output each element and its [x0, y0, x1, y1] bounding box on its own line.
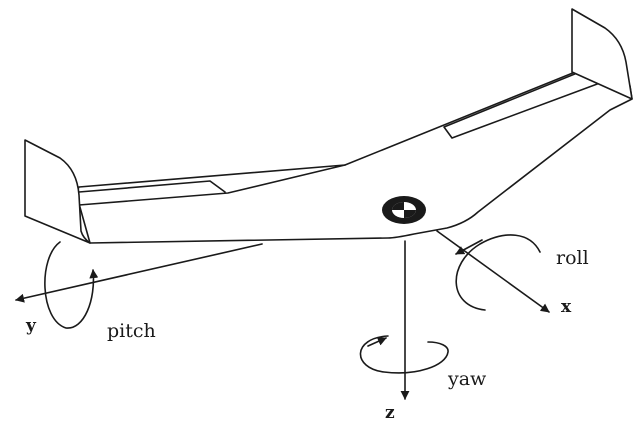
yaw-label: yaw	[447, 368, 487, 390]
wing-fold-line	[78, 164, 346, 206]
left-winglet	[24, 139, 91, 244]
pitch-label: pitch	[107, 320, 156, 342]
center-of-gravity-icon	[382, 196, 426, 224]
right-winglet	[571, 8, 633, 100]
pitch-rotation-arrow	[44, 241, 99, 329]
y-axis-line	[15, 243, 263, 303]
x-axis-line	[436, 230, 550, 313]
x-axis-label: x	[561, 297, 572, 317]
roll-label: roll	[556, 247, 589, 269]
yaw-rotation-arrow	[359, 335, 449, 374]
roll-rotation-arrowhead	[455, 239, 483, 255]
yaw-rotation-arrowhead	[367, 337, 387, 347]
roll-rotation-arrow	[455, 234, 541, 311]
left-elevon	[78, 180, 226, 193]
wing-body	[75, 61, 633, 244]
z-axis-label: z	[385, 403, 395, 421]
y-axis-label: y	[25, 316, 37, 336]
